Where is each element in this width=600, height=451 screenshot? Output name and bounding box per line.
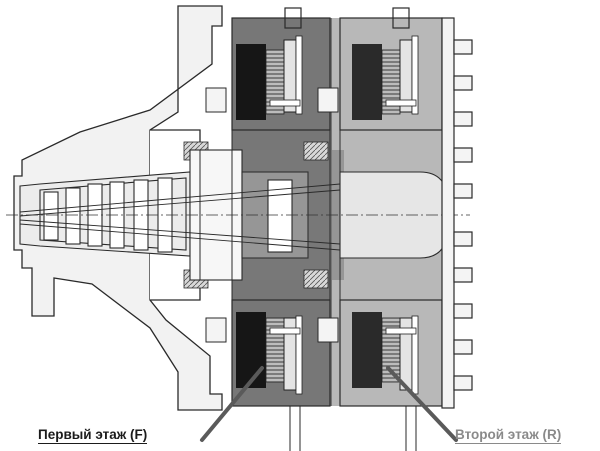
leader-first-stage xyxy=(200,366,264,442)
second-stage-coil-bottom xyxy=(352,312,419,395)
first-stage-coil-top xyxy=(236,35,303,120)
first-stage-coil-bottom xyxy=(236,312,303,395)
first-stage-label: Первый этаж (F) xyxy=(38,427,148,444)
drive-rods xyxy=(19,183,341,251)
leader-second-stage xyxy=(386,366,458,442)
leader-lines xyxy=(200,366,458,442)
heat-sink xyxy=(441,17,473,409)
second-stage-label: Второй этаж (R) xyxy=(455,427,562,444)
second-stage-coil-top xyxy=(352,35,419,120)
